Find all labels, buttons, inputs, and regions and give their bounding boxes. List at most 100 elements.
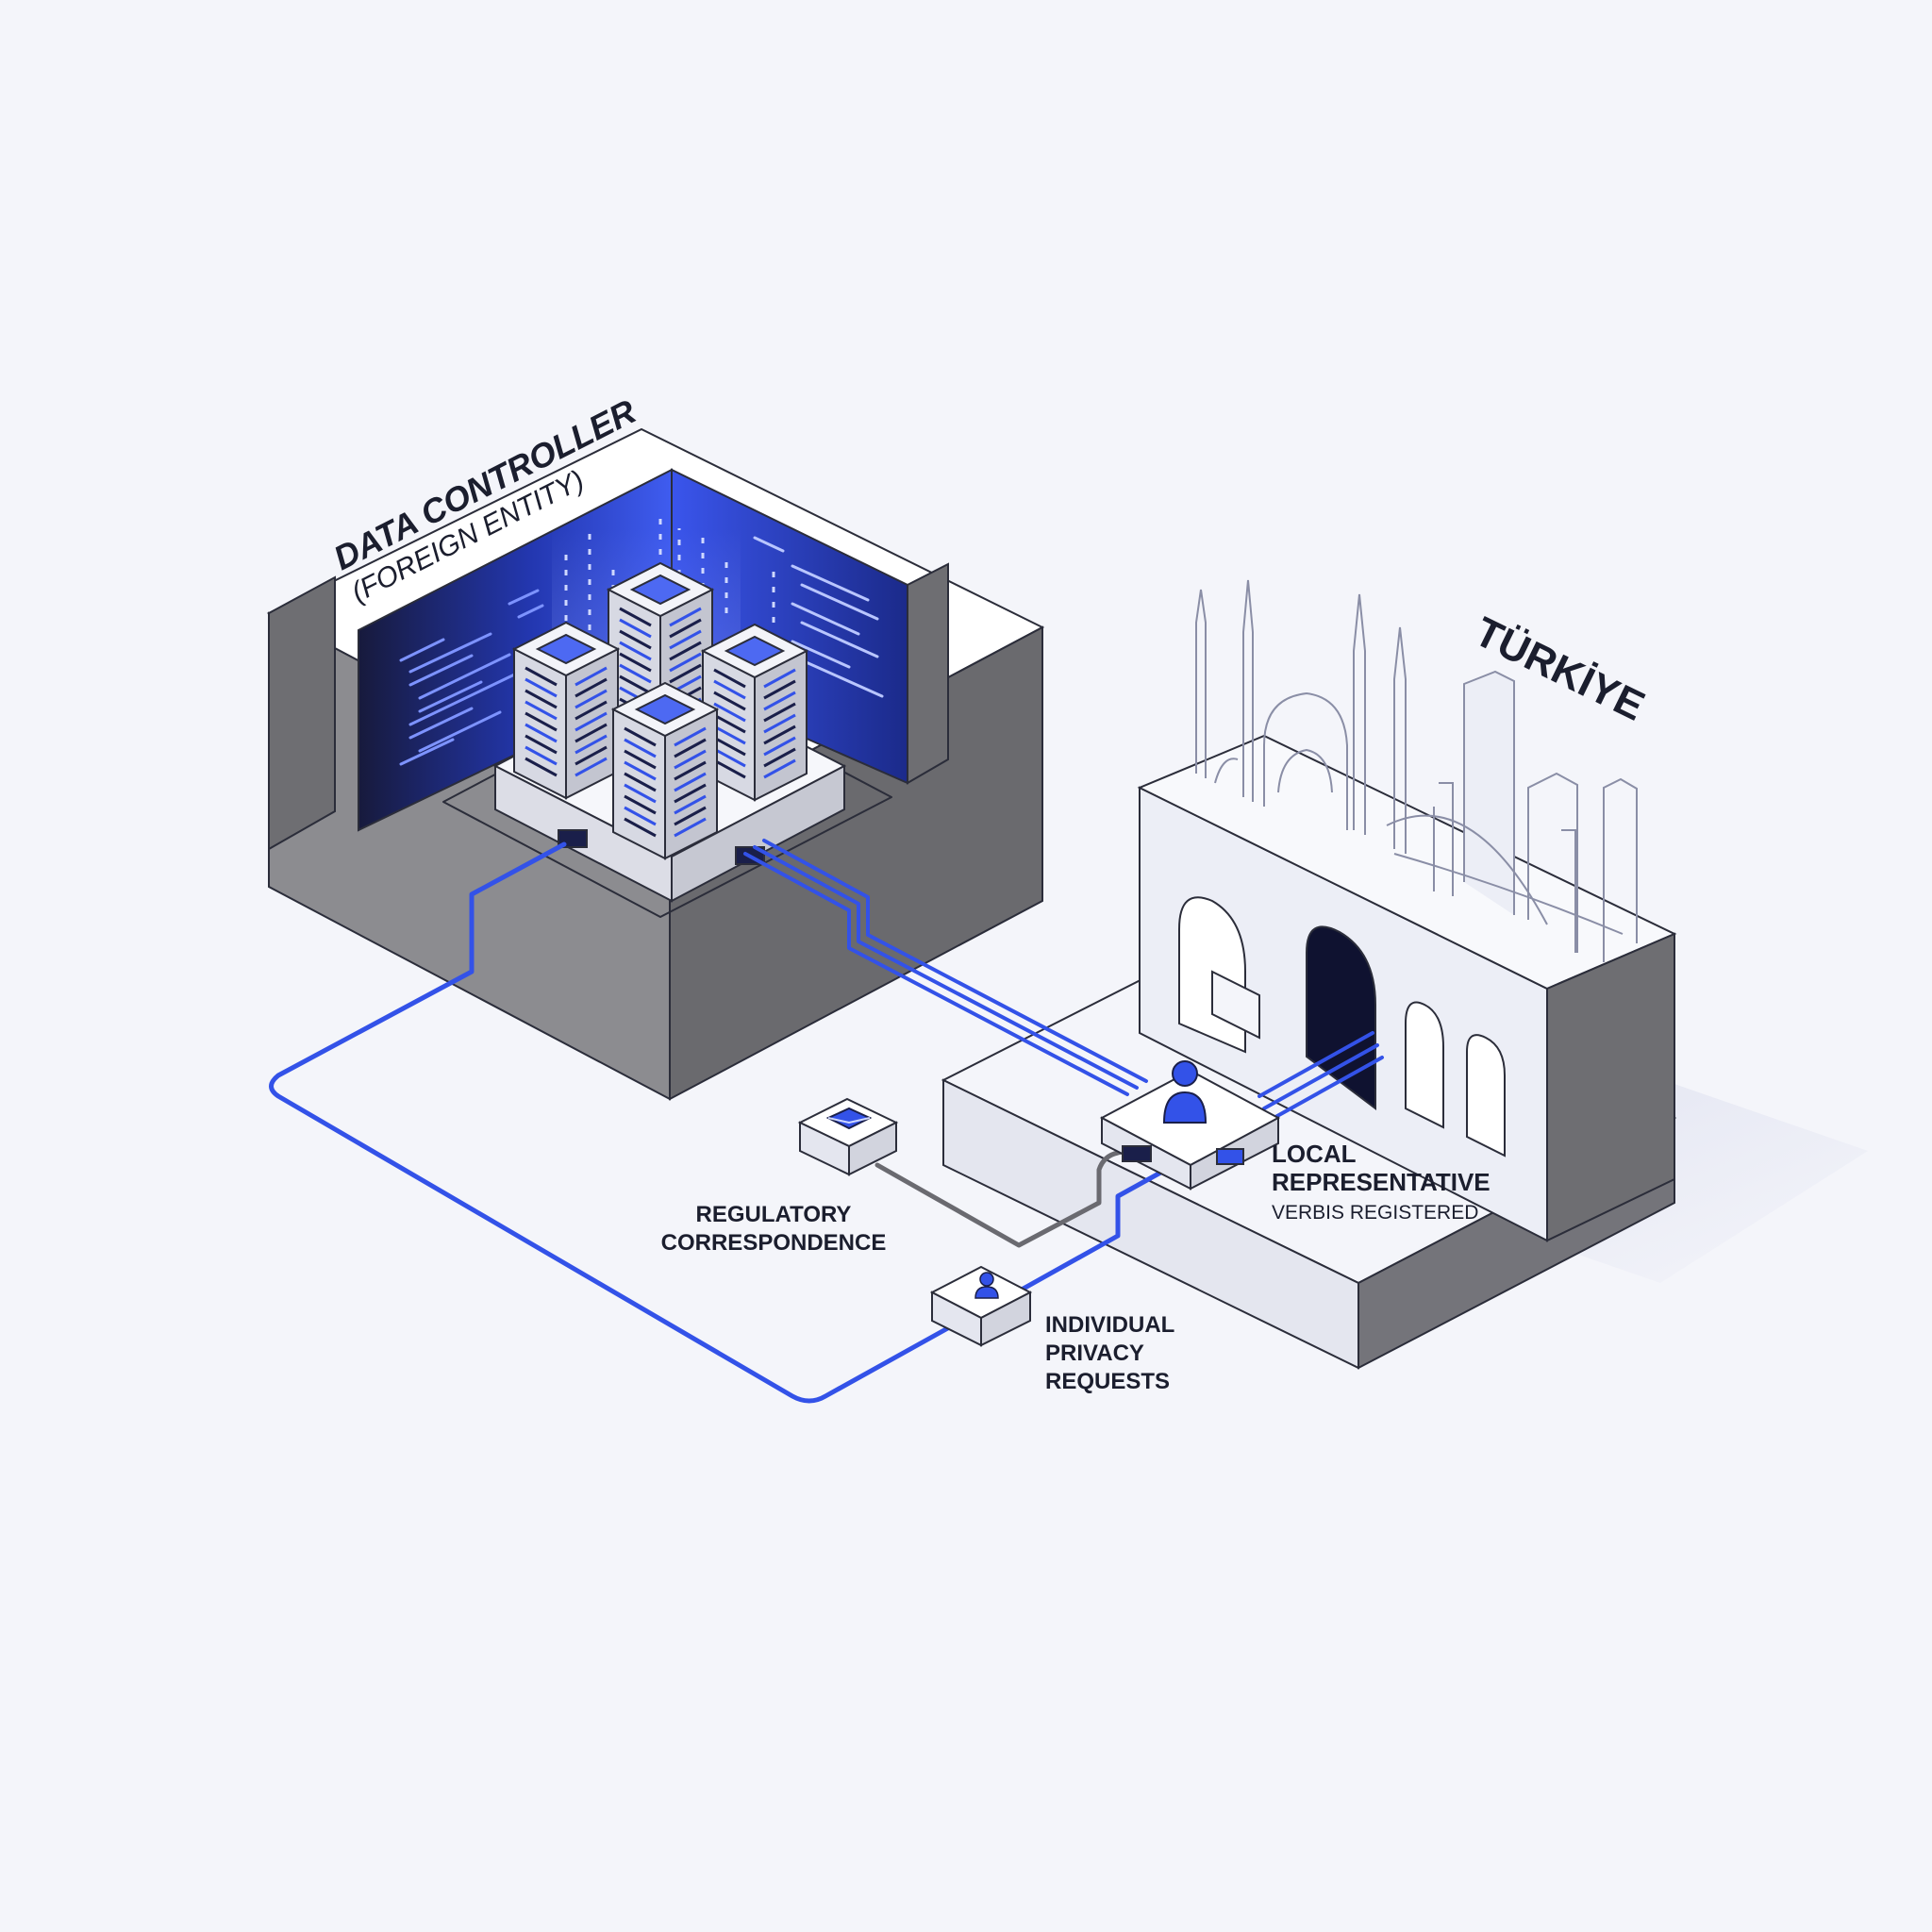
rack-vent: [674, 749, 707, 770]
rack-top-light: [535, 633, 597, 665]
rack-vent: [669, 629, 702, 650]
rack-vent: [525, 734, 558, 755]
rack-vent: [669, 641, 702, 661]
mail-icon: [825, 1107, 873, 1130]
rack-vent: [674, 772, 707, 792]
rack-vent: [763, 713, 796, 734]
connection-lines: [269, 839, 1384, 1404]
rack-vent: [624, 817, 657, 838]
regulatory-line: [874, 1143, 1149, 1248]
rack-vent: [619, 641, 652, 661]
rack-vent: [713, 702, 746, 723]
minaret-2: [1242, 579, 1254, 802]
rack-vent: [669, 652, 702, 673]
rack-vent: [674, 817, 707, 838]
rack-vent: [674, 760, 707, 781]
bundle-2: [1257, 1031, 1374, 1098]
rack-vent: [669, 618, 702, 639]
rack-vent: [674, 783, 707, 804]
representative-line2: REPRESENTATIVE: [1272, 1168, 1491, 1196]
rack-vent: [624, 738, 657, 758]
rack-vent: [525, 700, 558, 721]
rack-vent: [713, 679, 746, 700]
rack-vent: [575, 757, 608, 777]
rack-vent: [624, 726, 657, 747]
rack-vent: [624, 772, 657, 792]
code-lines-right: [753, 536, 884, 698]
rack-vent: [713, 736, 746, 757]
rack-vent: [763, 691, 796, 711]
privacy-line1: INDIVIDUAL: [1045, 1312, 1174, 1338]
privacy-line: [269, 841, 956, 1404]
rack-vent: [674, 738, 707, 758]
rack-vent: [575, 689, 608, 709]
rack-vent: [575, 666, 608, 687]
rack-vent: [763, 736, 796, 757]
rack-vent: [763, 668, 796, 689]
rack-vent: [624, 749, 657, 770]
rack-vent: [763, 679, 796, 700]
privacy-line3: REQUESTS: [1045, 1369, 1170, 1394]
rack-vent: [619, 607, 652, 627]
rack-vent: [525, 711, 558, 732]
rack-vent: [619, 618, 652, 639]
rack-vent: [525, 689, 558, 709]
istanbul-skyline: [1195, 579, 1638, 962]
rack-vent: [669, 607, 702, 627]
minaret-3: [1353, 593, 1366, 835]
regulatory-node[interactable]: [797, 1097, 899, 1176]
rack-vent: [525, 757, 558, 777]
rack-vent: [713, 691, 746, 711]
regulatory-line2: CORRESPONDENCE: [661, 1230, 887, 1256]
arch-4: [1466, 1034, 1506, 1158]
rack-vent: [575, 723, 608, 743]
rack-vent: [624, 794, 657, 815]
privacy-line2: PRIVACY: [1045, 1341, 1144, 1366]
local-representative-node[interactable]: [1099, 1060, 1281, 1191]
minaret-4: [1393, 626, 1407, 854]
person-icon: [1162, 1060, 1208, 1124]
rack-vent: [525, 745, 558, 766]
rack-vent: [713, 713, 746, 734]
rack-vent: [624, 783, 657, 804]
rack-vent: [674, 794, 707, 815]
rack-vent: [575, 745, 608, 766]
rack-vent: [713, 668, 746, 689]
rack-vent: [763, 724, 796, 745]
rack-vent: [713, 724, 746, 745]
rack-vent: [575, 734, 608, 755]
rack-vent: [674, 726, 707, 747]
rack-vent: [713, 758, 746, 779]
regulatory-line1: REGULATORY: [696, 1202, 852, 1227]
rack-top-light: [634, 693, 696, 725]
bundle-1: [743, 852, 1129, 1096]
person-icon: [974, 1272, 999, 1299]
rack-vent: [669, 663, 702, 684]
minaret-1: [1195, 589, 1207, 778]
turkiye-block: [941, 579, 1868, 1370]
rack-vent: [763, 702, 796, 723]
representative-label: LOCAL REPRESENTATIVE VERBIS REGISTERED: [1272, 1140, 1491, 1224]
mosque-dome: [1263, 691, 1348, 830]
arch-3: [1405, 1001, 1444, 1129]
modern-tower: [1463, 670, 1515, 915]
rack-vent: [575, 677, 608, 698]
code-lines-left: [399, 589, 544, 766]
server-rack: [511, 621, 621, 800]
pillar-block: [1211, 970, 1260, 1040]
rack-vent: [619, 652, 652, 673]
rack-top-light: [724, 635, 786, 667]
privacy-node[interactable]: [929, 1265, 1033, 1347]
rack-vent: [619, 675, 652, 695]
server-rack: [610, 681, 720, 860]
rack-vent: [619, 663, 652, 684]
rack-vent: [713, 747, 746, 768]
rack-vent: [624, 806, 657, 826]
rack-vent: [525, 666, 558, 687]
rack-vent: [763, 758, 796, 779]
data-controller-block: [266, 427, 1045, 1101]
rack-top-light: [629, 574, 691, 606]
rack-vent: [674, 806, 707, 826]
bosphorus-bridge: [1386, 814, 1548, 925]
